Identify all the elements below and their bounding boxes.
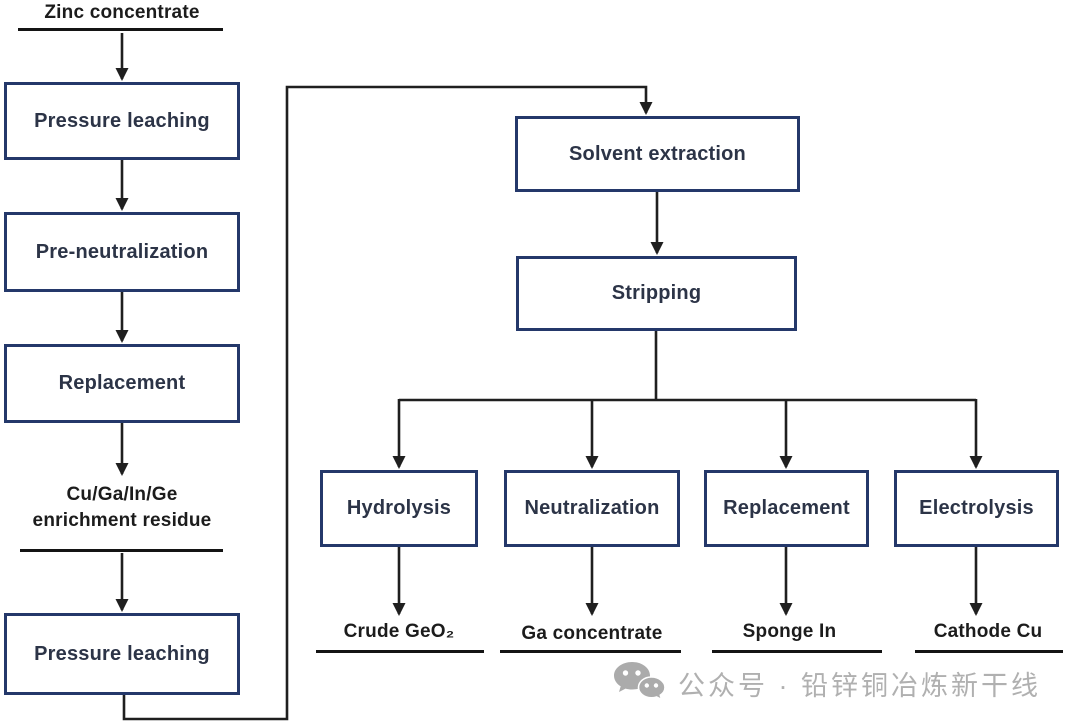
label-enrichment-residue-line2: enrichment residue xyxy=(32,510,212,531)
box-pressure-leaching-2: Pressure leaching xyxy=(4,613,240,695)
underline-zinc-concentrate xyxy=(18,28,223,31)
label-sponge-in: Sponge In xyxy=(742,621,837,642)
box-pre-neutralization: Pre-neutralization xyxy=(4,212,240,292)
box-replacement-branch: Replacement xyxy=(704,470,869,547)
underline-sponge-in xyxy=(712,650,882,653)
underline-cathode-cu xyxy=(915,650,1063,653)
watermark-text: 公众号 · 铅锌铜冶炼新干线 xyxy=(678,670,1041,701)
box-replacement-left: Replacement xyxy=(4,344,240,423)
label-cathode-cu: Cathode Cu xyxy=(933,621,1043,642)
label-enrichment-residue-line1: Cu/Ga/In/Ge xyxy=(66,484,178,505)
box-stripping: Stripping xyxy=(516,256,797,331)
label-crude-geo2: Crude GeO₂ xyxy=(343,621,455,642)
box-pressure-leaching-1: Pressure leaching xyxy=(4,82,240,160)
box-solvent-extraction: Solvent extraction xyxy=(515,116,800,192)
underline-crude-geo2 xyxy=(316,650,484,653)
underline-enrichment-residue xyxy=(20,549,223,552)
wechat-icon xyxy=(612,660,666,706)
label-zinc-concentrate: Zinc concentrate xyxy=(44,2,200,23)
box-neutralization: Neutralization xyxy=(504,470,680,547)
watermark: 公众号 · 铅锌铜冶炼新干线 xyxy=(612,660,1041,706)
underline-ga-concentrate xyxy=(500,650,681,653)
label-enrichment-residue: Cu/Ga/In/Ge enrichment residue xyxy=(0,482,244,534)
label-ga-concentrate: Ga concentrate xyxy=(521,623,663,644)
box-electrolysis: Electrolysis xyxy=(894,470,1059,547)
box-hydrolysis: Hydrolysis xyxy=(320,470,478,547)
